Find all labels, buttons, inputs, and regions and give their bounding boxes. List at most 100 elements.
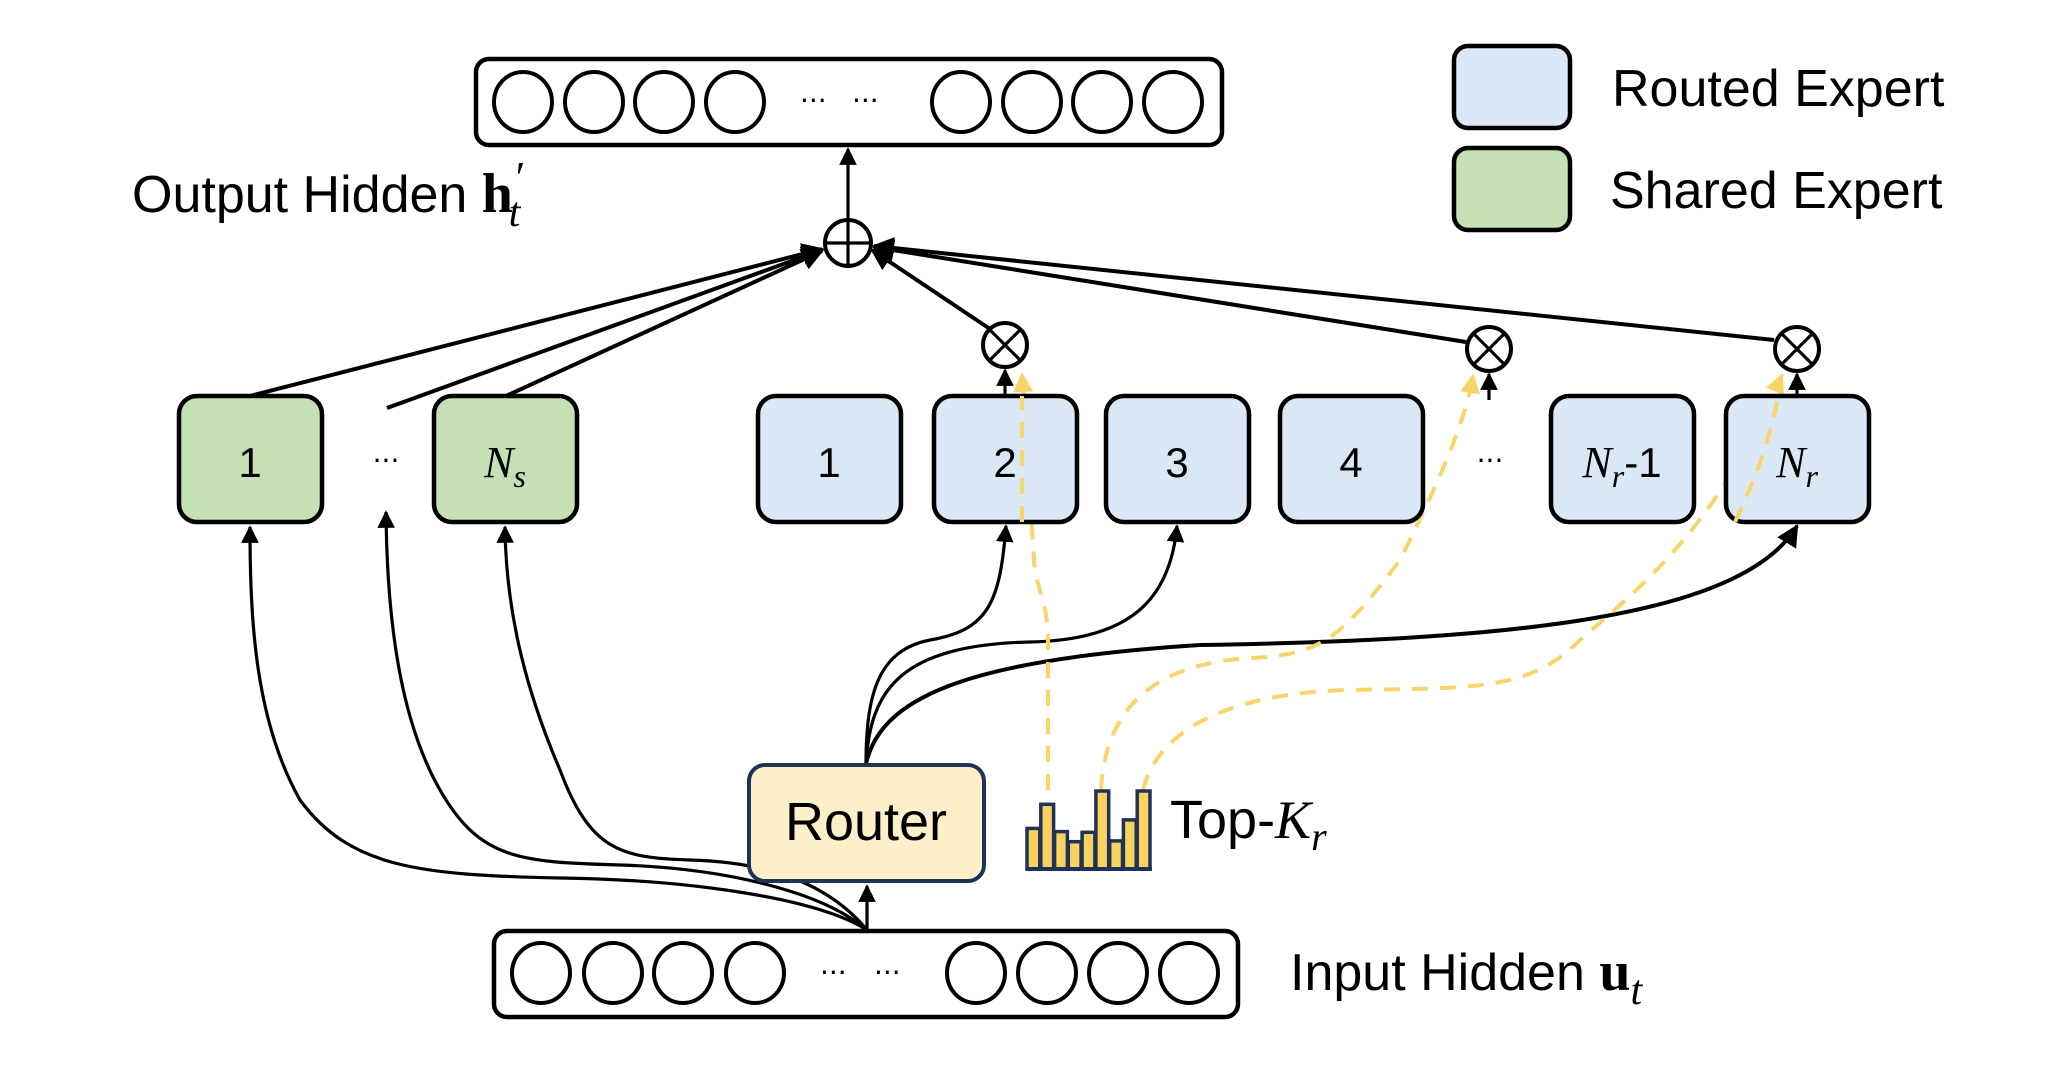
output-neuron: [633, 70, 695, 134]
input-neuron: [724, 941, 786, 1005]
input-label-text: Input Hidden: [1290, 944, 1599, 1002]
router-box: [747, 763, 986, 883]
routed-expert-nr-suffix: -1: [1624, 439, 1661, 486]
routed-expert-label: 3: [1165, 439, 1188, 486]
output-neuron: [930, 70, 992, 134]
shared-expert-box: [176, 393, 325, 525]
legend-label-shared: Shared Expert: [1610, 162, 1943, 220]
svg-text:Nr: Nr: [1775, 438, 1818, 494]
topk-bar-2: [1039, 802, 1056, 871]
svg-text:Ns: Ns: [483, 438, 526, 494]
shared-ns-to-sum: [505, 249, 824, 398]
shared-ellipsis-to-sum: [386, 246, 825, 410]
legend-item-routed: Routed Expert: [1451, 43, 1945, 131]
output-neuron: [1071, 70, 1133, 134]
input-neuron: [582, 941, 644, 1005]
shared-to-sum-lines: [249, 243, 825, 410]
topk-to-gate-2: [1013, 372, 1050, 790]
input-neurons-right: [945, 941, 1220, 1005]
topk-label-prefix: Top-: [1170, 790, 1275, 850]
shared-expert-ns-subscript: s: [513, 458, 525, 494]
input-to-shared-1: [241, 525, 868, 932]
routed-expert-label: 2: [993, 439, 1016, 486]
output-symbol-h: h: [482, 163, 513, 225]
legend: Routed Expert Shared Expert: [1451, 43, 1945, 233]
topk-gate-lines: [1013, 372, 1785, 791]
router-label: Router: [785, 792, 947, 852]
router-to-expert-nr: [864, 524, 1799, 765]
shared-expert-label: 1: [238, 439, 261, 486]
svg-text:Input Hidden ut: Input Hidden ut: [1290, 941, 1644, 1014]
topk-bar-1: [1025, 826, 1042, 871]
output-label-text: Output Hidden: [132, 166, 482, 224]
gate-2-to-sum: [870, 248, 992, 331]
input-hidden-label: Input Hidden ut: [1290, 941, 1644, 1014]
input-symbol-u: u: [1599, 941, 1630, 1003]
gate-nr1-to-sum: [871, 239, 1467, 344]
router: Router: [747, 763, 986, 883]
routed-expert-1: 1: [755, 393, 904, 525]
svg-text:Output Hidden h′t: Output Hidden h′t: [132, 153, 524, 236]
topk-bar-3: [1052, 829, 1070, 871]
routed-expert-box: [1103, 393, 1252, 525]
input-neuron: [1158, 941, 1220, 1005]
output-symbol-prime: ′: [513, 153, 524, 202]
output-ellipsis-2: ···: [852, 84, 879, 117]
legend-label-routed: Routed Expert: [1612, 60, 1945, 118]
gate-nr-to-sum: [871, 237, 1775, 342]
input-ellipsis-1: ···: [820, 956, 847, 989]
output-neuron: [492, 70, 554, 134]
input-neuron: [1087, 941, 1149, 1005]
input-ellipsis-2: ···: [874, 956, 901, 989]
gate-expert-2: [981, 321, 1029, 395]
gate-operators: [981, 321, 1821, 400]
input-symbol-subscript: t: [1631, 968, 1644, 1014]
routed-expert-nr-minus-1: Nr-1: [1548, 393, 1697, 525]
gate-expert-nr: [1773, 325, 1821, 395]
topk-bars: [1025, 789, 1152, 871]
sum-operator: [823, 147, 873, 268]
shared-experts: 1 ··· Ns: [176, 393, 580, 525]
topk-bar-4: [1066, 839, 1083, 871]
input-neuron: [652, 941, 714, 1005]
input-neuron: [510, 941, 572, 1005]
gate-cross-b: [1472, 332, 1506, 366]
output-neuron: [1001, 70, 1063, 134]
svg-text:Nr-1: Nr-1: [1581, 438, 1661, 494]
routed-expert-label: 4: [1339, 439, 1362, 486]
topk-bar-6: [1094, 789, 1111, 871]
topk-subscript: r: [1311, 814, 1327, 859]
output-neuron: [563, 70, 625, 134]
topk-bar-5: [1080, 830, 1097, 871]
output-neurons-left: [492, 70, 766, 134]
topk-gate-nr-overlay: [1733, 395, 1780, 523]
routed-expert-box: [931, 393, 1080, 525]
router-to-expert-3: [864, 524, 1185, 765]
legend-swatch-shared: [1451, 145, 1573, 233]
shared-expert-box: [431, 393, 580, 525]
shared-expert-ns: Ns: [431, 393, 580, 525]
legend-item-shared: Shared Expert: [1451, 145, 1943, 233]
routed-expert-box: [755, 393, 904, 525]
routed-expert-2: 2: [931, 393, 1080, 525]
output-hidden-vector: ··· ···: [473, 56, 1225, 148]
topk-bar-9: [1135, 789, 1152, 871]
routed-expert-label: 1: [817, 439, 840, 486]
input-neuron: [1016, 941, 1078, 1005]
topk-symbol: K: [1274, 790, 1314, 850]
topk-bar-7: [1107, 839, 1125, 871]
routed-expert-4: 4: [1277, 393, 1426, 525]
routed-expert-box: [1723, 393, 1872, 525]
output-neuron: [704, 70, 766, 134]
gate-cross-b: [1780, 332, 1814, 366]
legend-swatch-routed: [1451, 43, 1573, 131]
routed-expert-box: [1277, 393, 1426, 525]
routed-experts: 1 2 3 4 ··· Nr-1 Nr: [755, 393, 1872, 525]
topk-to-gate-nr-minus-1: [1099, 373, 1481, 791]
output-hidden-label: Output Hidden h′t: [132, 153, 524, 236]
routed-experts-ellipsis: ···: [1477, 444, 1504, 477]
input-neuron: [945, 941, 1007, 1005]
topk-histogram: Top-Kr: [1025, 789, 1327, 871]
gate-cross-b: [988, 328, 1022, 362]
